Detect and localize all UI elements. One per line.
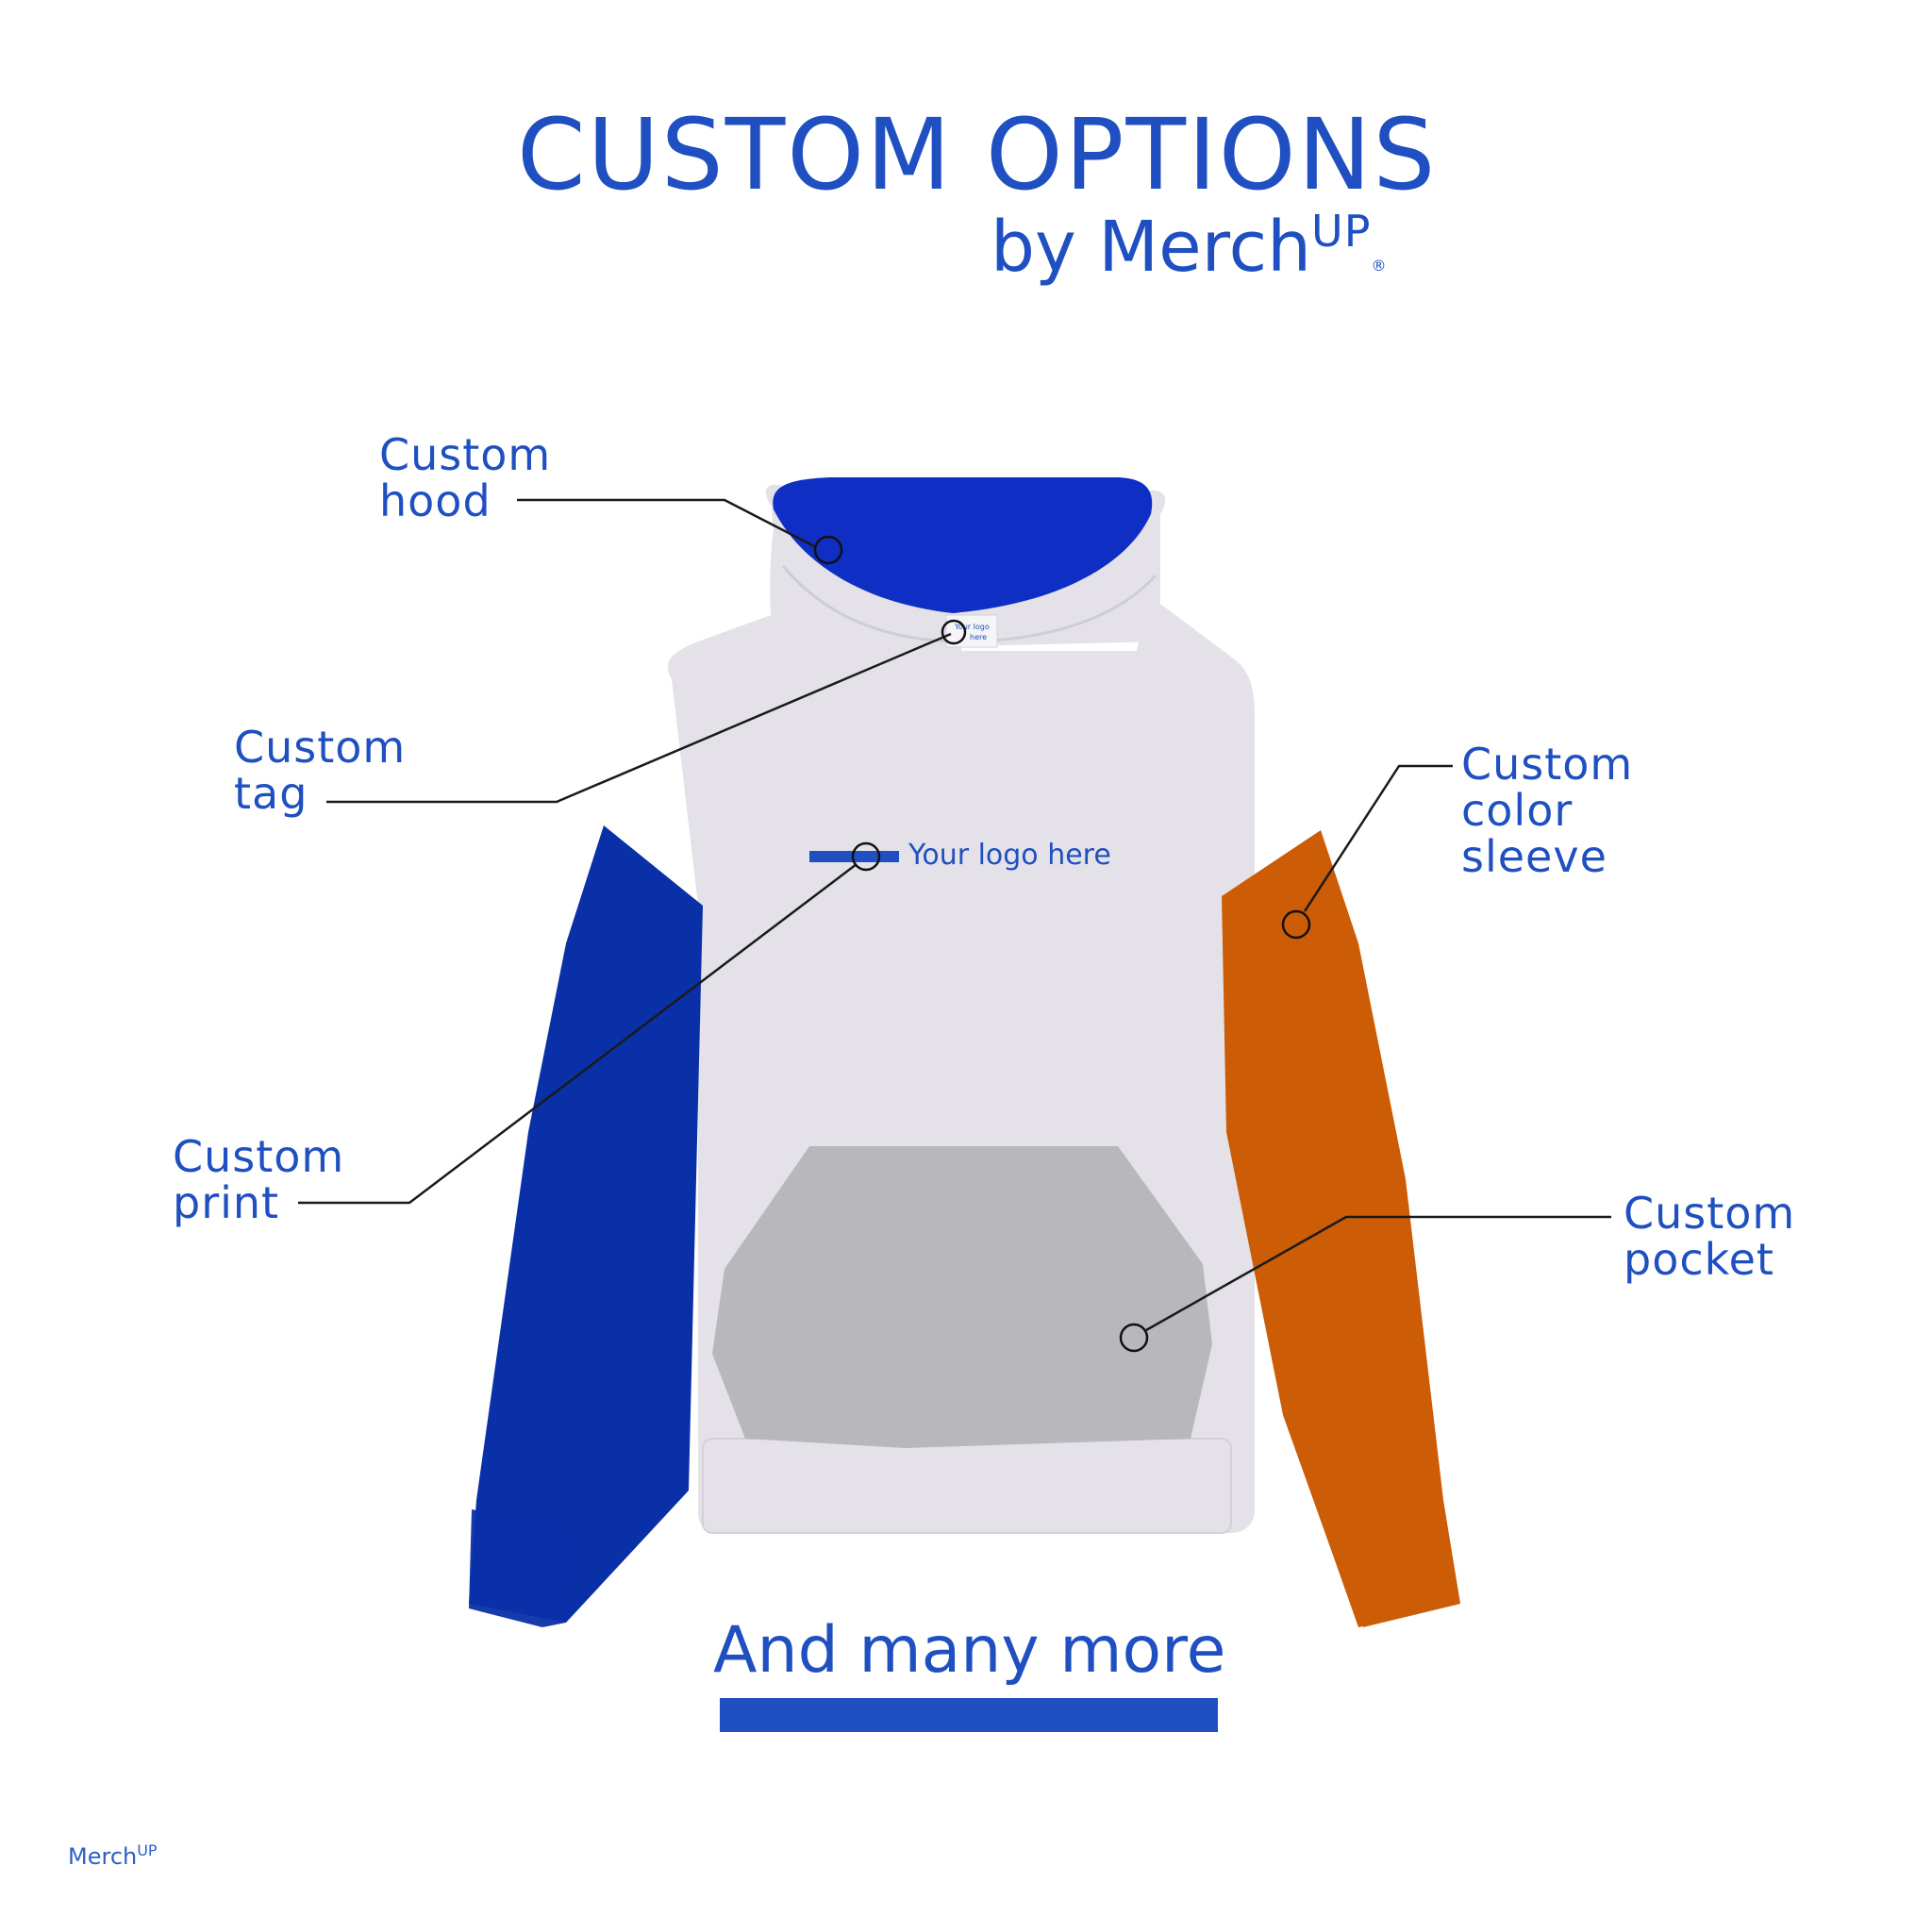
leader-line-print: [298, 863, 858, 1205]
logo-text: Your logo here: [908, 839, 1111, 872]
callout-pocket-line1: Custom: [1624, 1188, 1796, 1239]
and-many-more-link[interactable]: And many more: [713, 1613, 1226, 1688]
right-cuff: [1330, 1509, 1460, 1627]
tag-text-line2: here: [970, 633, 987, 641]
marker-print: [851, 841, 881, 872]
leader-line-tag: [326, 632, 952, 804]
callout-hood-line2: hood: [379, 475, 491, 526]
footer-brand: Merch: [68, 1843, 138, 1870]
waistband: [702, 1438, 1232, 1534]
callout-custom-hood: Custom hood: [379, 432, 551, 525]
brand-byline: by MerchUP®: [991, 209, 1387, 282]
marker-sleeve: [1281, 909, 1311, 940]
left-sleeve: [469, 825, 703, 1623]
leader-line-hood: [517, 498, 817, 549]
byline-prefix: by Merch: [991, 207, 1312, 288]
callout-hood-line1: Custom: [379, 429, 552, 480]
cta-underline-bar: [720, 1698, 1218, 1732]
marker-pocket: [1119, 1323, 1149, 1353]
marker-tag: [941, 619, 967, 645]
hood-lining: [773, 477, 1153, 613]
footer-brand-logo: MerchUP: [68, 1841, 158, 1870]
callout-custom-print: Custom print: [173, 1134, 344, 1226]
tag-text-line1: Your logo: [954, 623, 990, 631]
callout-custom-pocket: Custom pocket: [1624, 1191, 1795, 1283]
marker-hood: [813, 535, 843, 565]
byline-brand-sup: UP: [1311, 206, 1372, 257]
registered-mark: ®: [1371, 257, 1387, 275]
kangaroo-pocket: [712, 1146, 1212, 1448]
leader-line-sleeve: [1303, 764, 1453, 912]
left-cuff: [469, 1509, 571, 1627]
logo-bar: [809, 851, 899, 862]
right-sleeve: [1222, 830, 1460, 1627]
callout-print-line2: print: [173, 1177, 280, 1228]
page-title: CUSTOM OPTIONS: [517, 97, 1438, 212]
leader-lines: [298, 498, 1611, 1332]
hood-outer: [770, 489, 1160, 651]
leader-line-pocket: [1145, 1215, 1611, 1332]
callout-tag-line1: Custom: [234, 722, 407, 773]
callout-sleeve-line1: Custom: [1461, 739, 1634, 790]
callout-pocket-line2: pocket: [1624, 1234, 1774, 1285]
callout-tag-line2: tag: [234, 768, 308, 819]
marker-circles: [813, 535, 1311, 1353]
callout-custom-tag: Custom tag: [234, 724, 406, 817]
footer-brand-sup: UP: [137, 1841, 158, 1859]
callout-print-line1: Custom: [173, 1131, 345, 1182]
callout-sleeve-line3: sleeve: [1461, 831, 1607, 882]
callout-sleeve-line2: color: [1461, 785, 1574, 836]
callout-custom-color-sleeve: Custom color sleeve: [1461, 741, 1633, 880]
